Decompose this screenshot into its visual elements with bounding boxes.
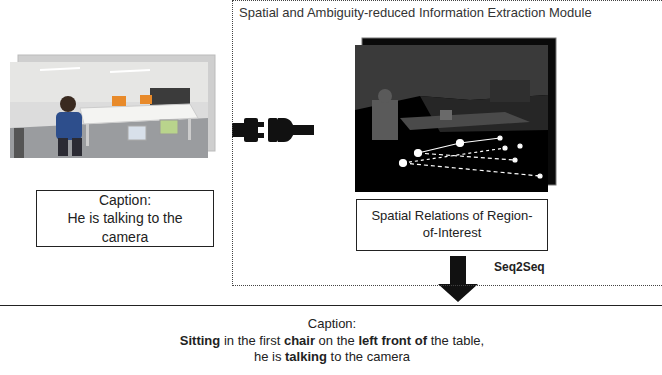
caption-text: Sitting in the first chair on the left f…: [180, 333, 484, 367]
caption-text: Spatial Relations of Region-of-Interest: [365, 208, 539, 242]
caption-heading: Caption:: [99, 191, 151, 209]
office-photo: [10, 62, 208, 158]
caption-box: Caption:He is talking to the camera: [36, 190, 214, 247]
block-arrow: [438, 256, 478, 302]
caption-heading: Caption:: [308, 316, 356, 333]
module-region: Spatial and Ambiguity-reduced Informatio…: [232, 0, 662, 286]
module-title: Spatial and Ambiguity-reduced Informatio…: [239, 5, 592, 20]
process-box: Spatial Relations of Region-of-Interest: [356, 199, 548, 251]
depth-image: [355, 45, 548, 192]
caption-box: Caption:Sitting in the first chair on th…: [0, 305, 662, 375]
plug-symbol: [232, 118, 314, 142]
caption-text: He is talking to the camera: [45, 209, 205, 245]
edge-label: Seq2Seq: [494, 260, 545, 274]
